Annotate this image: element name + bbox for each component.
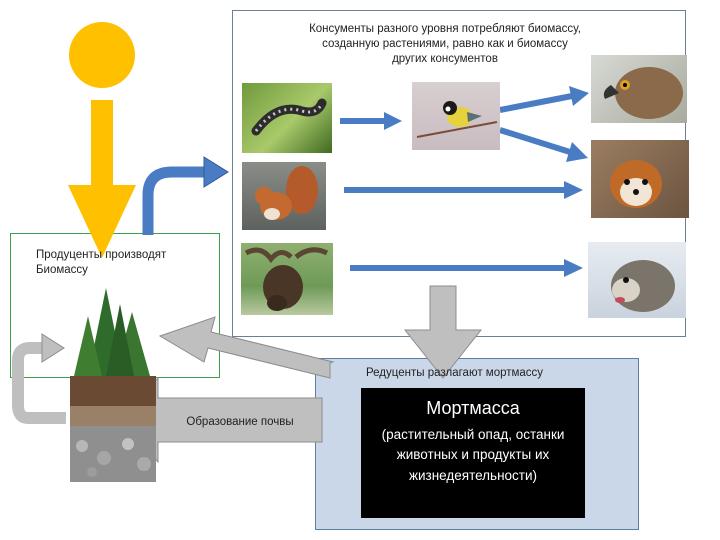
tit-to-hawk-arrow [499, 93, 573, 113]
producers-to-consumers-arrow [142, 166, 206, 235]
sun-icon [69, 22, 135, 88]
soil-formation-text: Образование почвы [186, 416, 294, 428]
sunlight-arrow [68, 100, 136, 258]
soil-cycle-arrow [12, 342, 66, 424]
mortmass-to-producers-arrow [158, 316, 335, 379]
producers-text: Продуценты производят Биомассу [36, 249, 167, 276]
reducers-text: Редуценты разлагают мортмассу [366, 367, 544, 379]
moose-photo [241, 243, 333, 315]
forest-soil-photo [70, 286, 156, 482]
tit-to-marten-arrow [499, 127, 571, 155]
caterpillar-photo [242, 83, 332, 153]
mortmass-description: (растительный опад, останки животных и п… [381, 427, 565, 483]
mortmass-title: Мортмасса [426, 398, 520, 418]
hawk-photo [591, 55, 687, 123]
wolf-photo [588, 242, 686, 318]
squirrel-photo [242, 162, 326, 230]
mortmass-box: Мортмасса (растительный опад, останки жи… [361, 388, 585, 518]
consumers-text: Консументы разного уровня потребляют био… [309, 23, 581, 65]
tit-bird-photo [412, 82, 500, 150]
marten-photo [591, 140, 689, 218]
consumers-to-mortmass-arrow [403, 285, 483, 379]
